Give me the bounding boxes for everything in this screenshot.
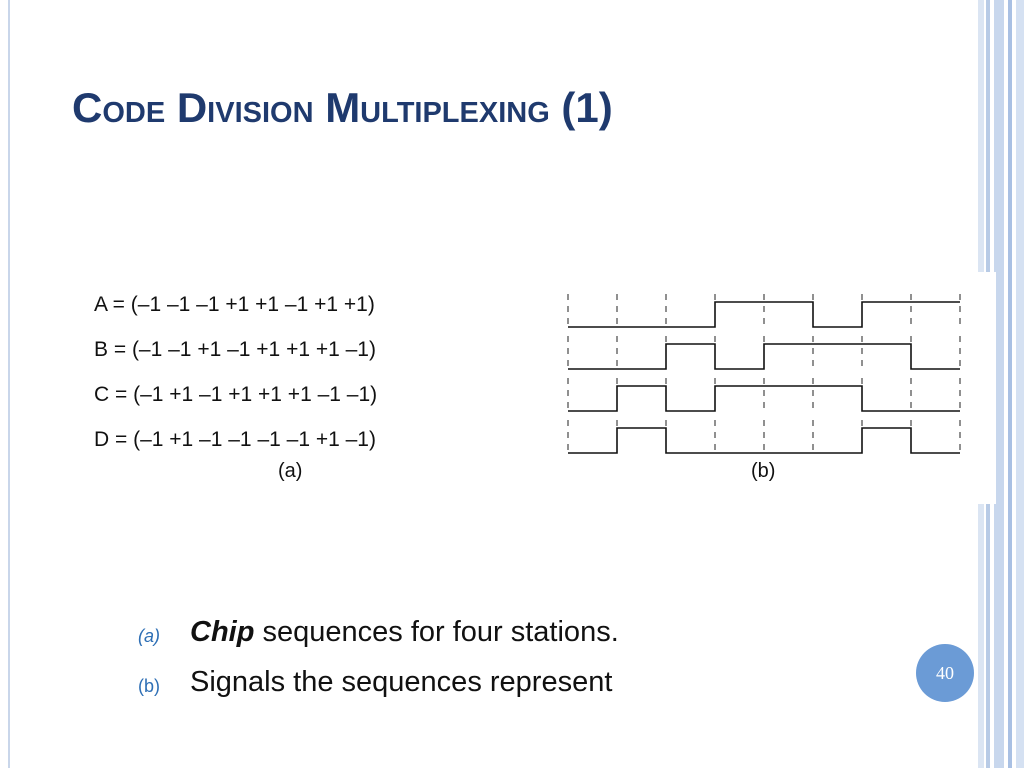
- bullet-marker-a: (a): [138, 626, 160, 646]
- slide-frame-left: [0, 0, 10, 768]
- bullet-text-b: Signals the sequences represent: [190, 666, 612, 699]
- slide-title: Code Division Multiplexing (1): [72, 84, 613, 131]
- chip-sequence-d: D = (–1 +1 –1 –1 –1 –1 +1 –1): [94, 428, 376, 451]
- cdm-figure: A = (–1 –1 –1 +1 +1 –1 +1 +1) B = (–1 –1…: [86, 272, 996, 504]
- chip-sequence-b: B = (–1 –1 +1 –1 +1 +1 +1 –1): [94, 338, 376, 361]
- bullet-list: (a) Chip sequences for four stations. (b…: [138, 614, 778, 714]
- bullet-body-b: Signals the sequences represent: [190, 666, 613, 698]
- bullet-item-a: (a) Chip sequences for four stations.: [138, 614, 778, 664]
- figure-caption-b: (b): [751, 460, 776, 482]
- bullet-emphasis-chip: Chip: [190, 616, 255, 648]
- bullet-body-a: sequences for four stations.: [254, 616, 619, 648]
- chip-sequence-a: A = (–1 –1 –1 +1 +1 –1 +1 +1): [94, 293, 375, 316]
- figure-caption-a: (a): [278, 460, 303, 482]
- bullet-text-a: Chip sequences for four stations.: [190, 616, 619, 649]
- chip-sequence-c: C = (–1 +1 –1 +1 +1 +1 –1 –1): [94, 383, 378, 406]
- chip-sequence-list: A = (–1 –1 –1 +1 +1 –1 +1 +1) B = (–1 –1…: [94, 292, 474, 472]
- chip-signal-waveforms: [567, 294, 961, 454]
- waveform-c: [568, 385, 960, 412]
- waveform-b: [568, 343, 960, 370]
- waveform-a: [568, 301, 960, 328]
- bullet-marker-b: (b): [138, 676, 160, 696]
- bullet-item-b: (b) Signals the sequences represent: [138, 664, 778, 714]
- waveform-d: [568, 427, 960, 454]
- page-number-badge: 40: [916, 644, 974, 702]
